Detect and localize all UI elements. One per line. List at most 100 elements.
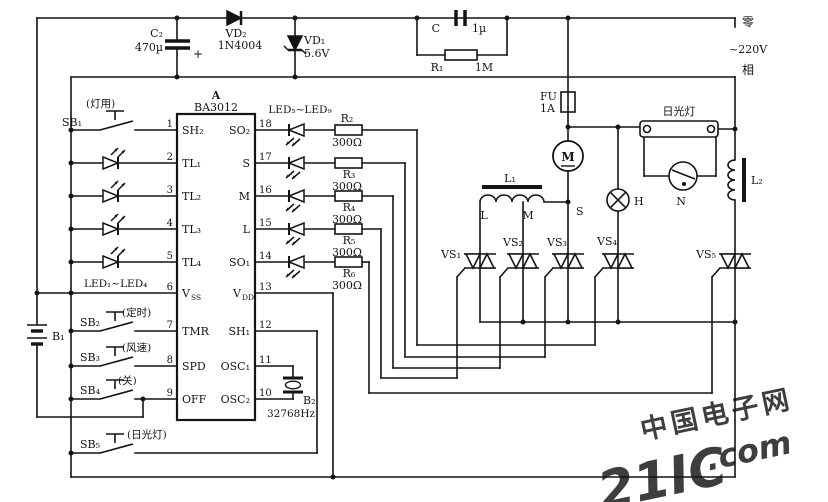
r4-ref-label: R₄	[343, 201, 356, 214]
inductor-l2	[727, 158, 746, 202]
pin-name-sub: SS	[191, 293, 201, 302]
motor-symbol	[552, 140, 584, 172]
sb1-fn-label: (灯用)	[86, 98, 115, 110]
triac-vs1	[456, 252, 497, 278]
pin-name: OSC₂	[221, 393, 250, 406]
pin-name: OFF	[182, 393, 207, 406]
led-symbol	[285, 156, 305, 180]
watermark: 中国电子网 21IC .com	[593, 384, 796, 502]
c-ref-label: C	[432, 22, 440, 35]
pin-number: 6	[167, 282, 173, 293]
triac-vs3	[544, 252, 585, 278]
resistor-r1-body	[444, 49, 478, 61]
led-symbol	[285, 189, 305, 213]
r1-value-label: 1M	[475, 61, 493, 74]
pin-number: 9	[167, 388, 173, 399]
junction-dots	[34, 15, 738, 480]
b2-value-label: 32768Hz	[267, 408, 316, 420]
pin-number: 14	[259, 251, 272, 262]
vd2-value-label: 1N4004	[218, 39, 263, 52]
r3-value-label: 300Ω	[332, 180, 362, 193]
vs1-label: VS₁	[440, 248, 461, 261]
pin-number: 3	[167, 185, 173, 196]
motor-label: M	[561, 150, 574, 164]
voltage-label: ~220V	[729, 43, 768, 56]
wires	[36, 17, 736, 478]
pin-name: SH₁	[228, 325, 250, 338]
diode-vd2	[226, 9, 243, 27]
pin-name: TL₃	[182, 223, 201, 236]
lamp-h-symbol	[606, 188, 630, 212]
pin-name: SO₁	[229, 256, 250, 269]
pin-number: 2	[167, 152, 173, 163]
vs3-label: VS₃	[546, 236, 567, 249]
capacitor-c2	[165, 39, 190, 50]
ic-part-label: BA3012	[194, 101, 238, 114]
fuse-fu	[560, 91, 576, 113]
led-symbol	[102, 246, 126, 269]
l1-tap-l-label: L	[480, 209, 488, 222]
fuse-value-label: 1A	[540, 102, 556, 115]
sb3-ref-label: SB₃	[80, 351, 100, 364]
battery-b1	[27, 324, 47, 346]
pin-number: 11	[259, 355, 272, 366]
ic-ref-label: A	[211, 89, 221, 102]
r1-ref-label: R₁	[431, 61, 444, 74]
neutral-label: 零	[742, 15, 754, 29]
pin-name: TL₄	[182, 256, 202, 269]
r3-ref-label: R₃	[343, 168, 356, 181]
sb1-ref-label: SB₁	[62, 116, 82, 129]
pin-number: 13	[259, 282, 272, 293]
l2-ref-label: L₂	[751, 174, 763, 187]
sb4-fn-label: (关)	[118, 374, 137, 387]
pin-name: S	[242, 157, 250, 170]
b2-ref-label: B₂	[303, 394, 316, 407]
pin-name: M	[239, 190, 250, 203]
zener-vd1	[283, 35, 307, 55]
r4-value-label: 300Ω	[332, 213, 362, 226]
c2-value-label: 470µ	[135, 41, 163, 54]
sb3-fn-label: (风速)	[122, 342, 151, 354]
r5-ref-label: R₅	[343, 234, 356, 247]
pin-name: SO₂	[229, 124, 250, 137]
r6-ref-label: R₆	[343, 267, 356, 280]
watermark-dotcom: .com	[702, 423, 794, 478]
l1-ref-label: L₁	[504, 172, 516, 185]
pin-name: SH₂	[182, 124, 204, 137]
led-group-left-label: LED₁~LED₄	[84, 278, 147, 290]
pin-name: OSC₁	[221, 360, 250, 373]
sb5-ref-label: SB₅	[80, 438, 100, 451]
pin-number: 8	[167, 355, 173, 366]
r6-value-label: 300Ω	[332, 279, 362, 292]
triac-vs5	[711, 252, 752, 278]
crystal-b2	[283, 376, 303, 394]
led-symbol	[285, 123, 305, 147]
l1-tap-m-label: M	[522, 209, 533, 222]
triac-vs4	[594, 252, 635, 278]
c2-plus-label: +	[193, 47, 203, 61]
phase-label: 相	[742, 63, 754, 77]
pin-number: 12	[259, 320, 272, 331]
pin-number: 15	[259, 218, 272, 229]
triac-vs2	[499, 252, 540, 278]
pin-name: V	[181, 287, 191, 300]
pin-name: TMR	[182, 325, 210, 338]
r2-value-label: 300Ω	[332, 136, 362, 149]
inductor-l1	[479, 185, 545, 203]
pushbutton-sb1	[99, 110, 134, 131]
pin-name: L	[243, 223, 251, 236]
pin-name: V	[232, 287, 242, 300]
vs5-label: VS₅	[695, 248, 716, 261]
b1-ref-label: B₁	[52, 330, 65, 343]
led-symbol	[285, 222, 305, 246]
pin-name-sub: DD	[242, 293, 254, 302]
lamp-label: H	[634, 195, 644, 208]
pin-name: TL₂	[182, 190, 201, 203]
pin-name: TL₁	[182, 157, 201, 170]
pin-number: 18	[259, 119, 272, 130]
pin-number: 5	[167, 251, 173, 262]
capacitor-c	[454, 10, 467, 26]
pin-number: 16	[259, 185, 272, 196]
pin-number: 17	[259, 152, 272, 163]
pin-number: 4	[167, 218, 173, 229]
